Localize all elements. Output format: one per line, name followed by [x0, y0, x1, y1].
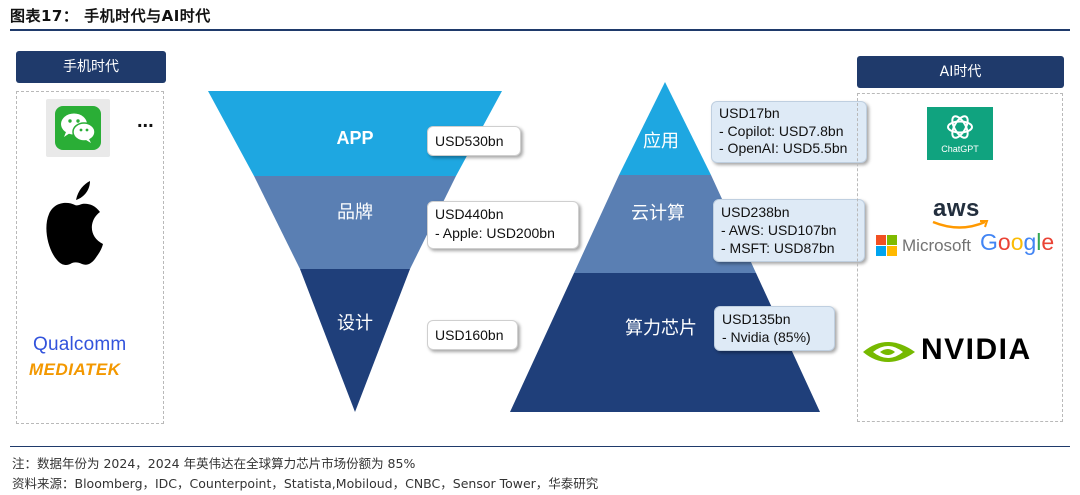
- layer-label-cloud: 云计算: [631, 203, 685, 224]
- layer-label-app: APP: [336, 128, 373, 148]
- source-note: 资料来源：Bloomberg，IDC，Counterpoint，Statista…: [12, 476, 599, 491]
- figure-title: 图表17： 手机时代与AI时代: [10, 7, 211, 25]
- google-letter: G: [980, 229, 998, 255]
- callout-line: - MSFT: USD87bn: [721, 240, 835, 256]
- layer-label-brand: 品牌: [337, 202, 373, 223]
- callout-line: - OpenAI: USD5.5bn: [719, 140, 848, 156]
- layer-cloud: [574, 175, 756, 273]
- callout-line: - Apple: USD200bn: [435, 225, 555, 241]
- callout-applications-market: USD17bn - Copilot: USD7.8bn - OpenAI: US…: [711, 101, 867, 163]
- google-logo: Google: [980, 229, 1054, 256]
- ai-era-header: AI时代: [857, 56, 1064, 88]
- callout-brand-market: USD440bn - Apple: USD200bn: [427, 201, 579, 249]
- callout-line: - Copilot: USD7.8bn: [719, 122, 844, 139]
- google-letter: o: [997, 229, 1011, 255]
- phone-era-header: 手机时代: [16, 51, 166, 83]
- callout-chips-market: USD135bn - Nvidia (85%): [714, 306, 835, 351]
- callout-design-market: USD160bn: [427, 320, 518, 350]
- callout-line: USD17bn: [719, 105, 780, 121]
- layer-label-compute-chips: 算力芯片: [625, 318, 697, 339]
- callout-line: USD530bn: [435, 133, 504, 149]
- google-letter: o: [1010, 229, 1024, 255]
- callout-line: USD440bn: [435, 206, 504, 222]
- callout-cloud-market: USD238bn - AWS: USD107bn - MSFT: USD87bn: [713, 199, 865, 262]
- google-wordmark: Google: [980, 229, 1054, 255]
- callout-line: USD135bn: [722, 311, 791, 327]
- callout-line: USD160bn: [435, 327, 504, 343]
- wechat-icon: [55, 106, 101, 150]
- wechat-logo: [46, 99, 110, 157]
- aws-logo: aws: [933, 195, 980, 222]
- nvidia-logo: NVIDIA: [921, 333, 1032, 366]
- nvidia-eye-icon: [861, 334, 917, 370]
- apple-logo-icon: [46, 181, 103, 265]
- chatgpt-label: ChatGPT: [941, 144, 979, 154]
- chatgpt-logo: ChatGPT: [927, 107, 993, 160]
- callout-line: - AWS: USD107bn: [721, 222, 837, 238]
- phone-era-logo-box: [16, 91, 164, 424]
- microsoft-logo: Microsoft: [902, 236, 971, 255]
- mediatek-logo: MEDIATEK: [29, 360, 121, 379]
- google-letter: l: [1036, 229, 1042, 255]
- callout-line: - Nvidia (85%): [722, 329, 811, 345]
- callout-app-market: USD530bn: [427, 126, 521, 156]
- ai-era-logo-box: [857, 93, 1063, 422]
- layer-label-applications: 应用: [643, 131, 679, 152]
- layer-label-design: 设计: [337, 313, 373, 334]
- google-letter: e: [1041, 229, 1055, 255]
- qualcomm-logo: Qualcomm: [33, 334, 127, 355]
- footnote: 注：数据年份为 2024，2024 年英伟达在全球算力芯片市场份额为 85%: [12, 456, 416, 471]
- openai-knot-icon: [947, 115, 973, 139]
- microsoft-squares-icon: [876, 235, 897, 256]
- aws-smile-icon: [932, 220, 989, 229]
- top-divider: [10, 29, 1070, 31]
- layer-applications: [619, 82, 711, 175]
- callout-line: USD238bn: [721, 204, 790, 220]
- google-letter: g: [1023, 229, 1037, 255]
- more-apps-ellipsis: ...: [137, 110, 154, 132]
- layer-design: [300, 269, 410, 412]
- bottom-divider: [10, 446, 1070, 447]
- layer-brand: [254, 176, 456, 269]
